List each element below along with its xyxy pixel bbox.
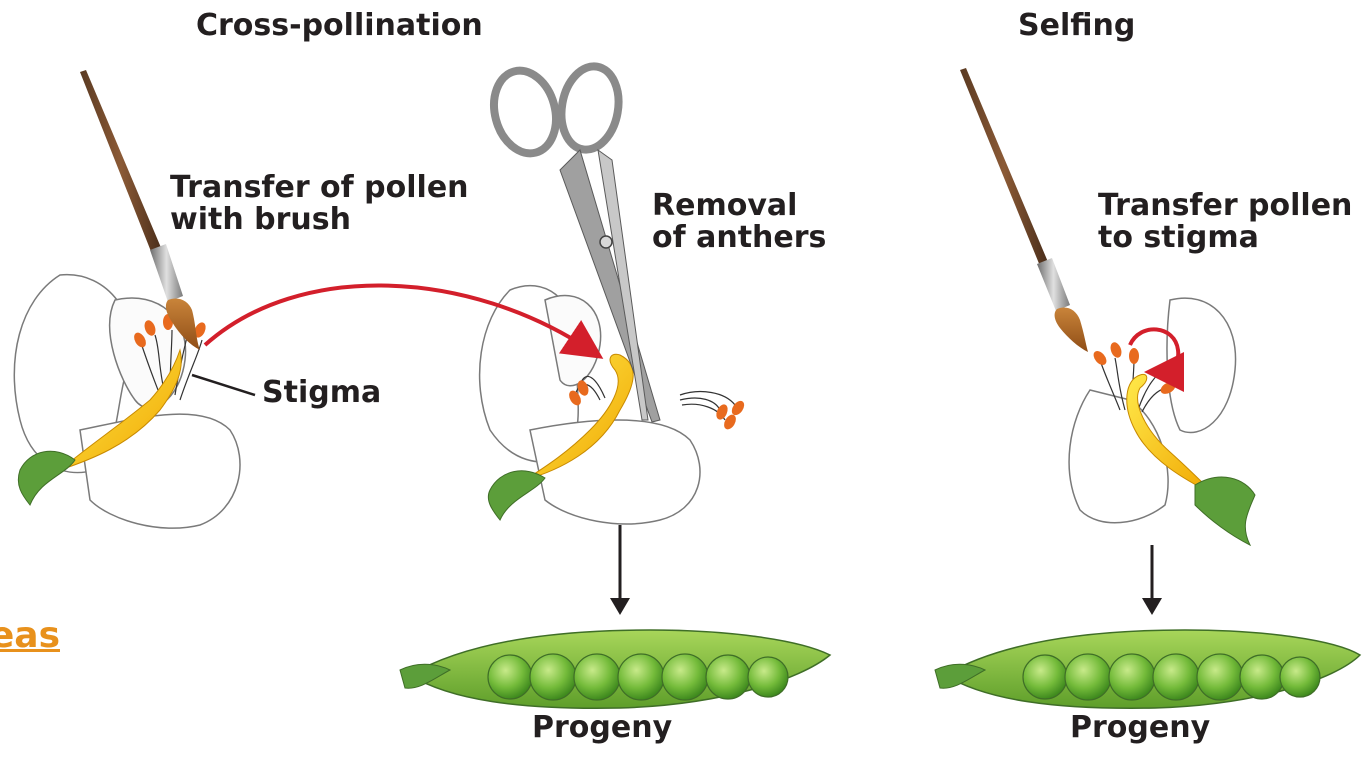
pea-pod-cross [400, 630, 830, 708]
down-arrow-cross [610, 525, 630, 615]
pea-pod-self [935, 630, 1360, 708]
heading-selfing: Selfing [1018, 10, 1135, 42]
donor-flower [14, 275, 255, 529]
recipient-flower [480, 286, 747, 524]
label-transfer-of-pollen: Transfer of pollen with brush [170, 172, 469, 237]
down-arrow-self [1142, 545, 1162, 615]
label-progeny-cross: Progeny [532, 712, 672, 744]
selfing-flower [1069, 298, 1255, 545]
heading-cross-pollination: Cross-pollination [196, 10, 483, 42]
label-transfer-pollen-to-stigma: Transfer pollen to stigma [1098, 190, 1352, 255]
label-stigma: Stigma [262, 377, 381, 409]
peas-link[interactable]: eas [0, 615, 60, 665]
selfing-brush-icon [960, 68, 1088, 352]
peas-link-text[interactable]: eas [0, 615, 60, 656]
label-progeny-self: Progeny [1070, 712, 1210, 744]
label-removal-of-anthers: Removal of anthers [652, 190, 826, 255]
